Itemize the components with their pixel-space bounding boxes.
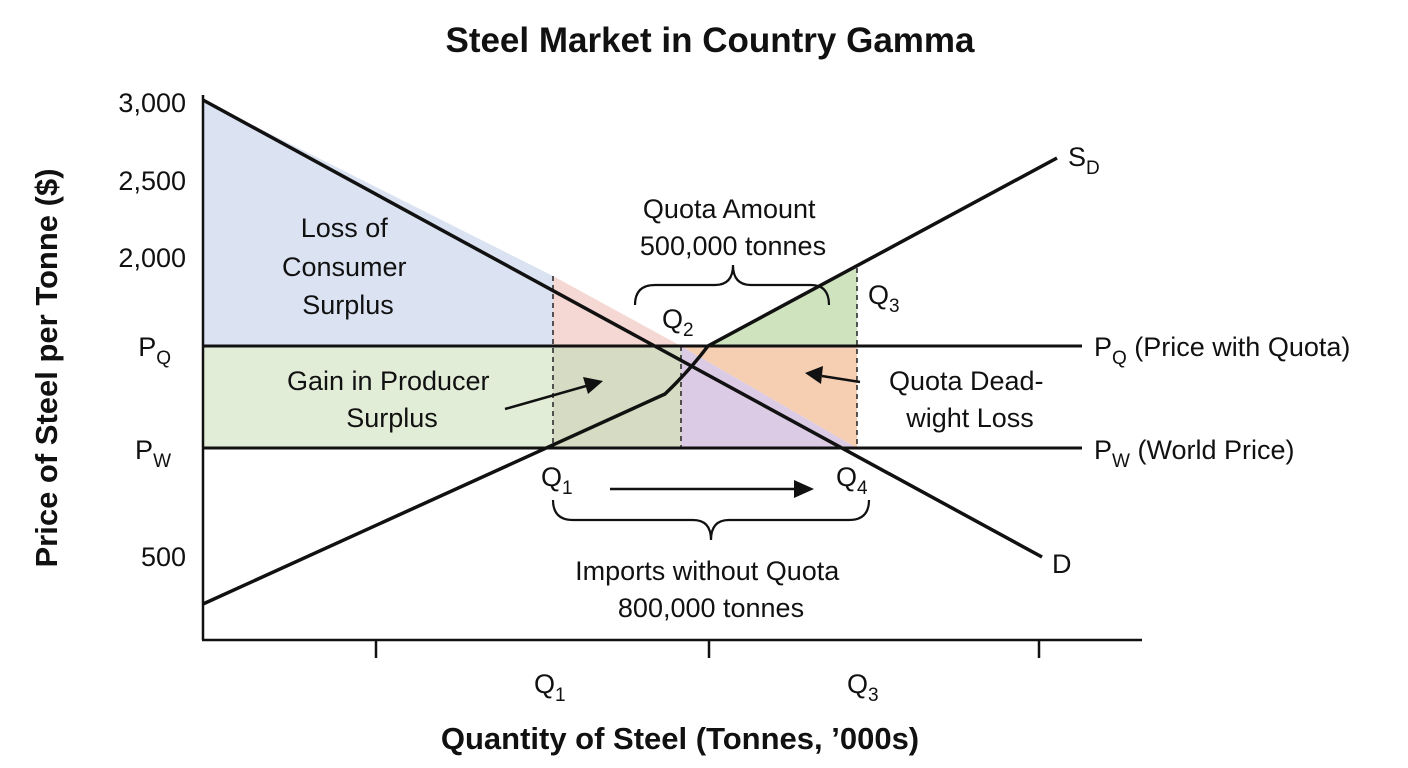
supply-curve bbox=[202, 156, 1058, 606]
y-tick-2000: 2,000 bbox=[118, 243, 186, 273]
deadweight-loss-label: Quota Dead- wight Loss bbox=[889, 366, 1051, 433]
y-tick-2500: 2,500 bbox=[118, 166, 186, 196]
producer-gain-arrow bbox=[504, 384, 587, 411]
y-tick-3000: 3,000 bbox=[118, 88, 186, 118]
demand-curve bbox=[202, 98, 1043, 559]
y-axis-title: Price of Steel per Tonne ($) bbox=[29, 168, 64, 567]
demand-curve-label: D bbox=[1052, 549, 1072, 579]
imports-arrow-head bbox=[794, 480, 814, 498]
x-axis-title: Quantity of Steel (Tonnes, ’000s) bbox=[441, 721, 919, 756]
y-tick-500: 500 bbox=[141, 542, 186, 572]
x-tick-q3: Q3 bbox=[847, 669, 879, 706]
point-q1-label: Q1 bbox=[541, 462, 573, 499]
y-tick-pq: PQ bbox=[138, 332, 171, 369]
world-price-label: PW (World Price) bbox=[1094, 435, 1294, 472]
point-q2-label: Q2 bbox=[662, 304, 694, 341]
pink-triangle-area bbox=[553, 276, 681, 346]
y-tick-pw: PW bbox=[135, 435, 171, 472]
consumer-surplus-loss-label: Loss of Consumer Surplus bbox=[282, 213, 414, 320]
imports-brace bbox=[551, 499, 871, 541]
imports-without-quota-label: Imports without Quota 800,000 tonnes bbox=[575, 556, 847, 623]
quota-brace bbox=[633, 264, 831, 306]
quota-amount-label: Quota Amount 500,000 tonnes bbox=[640, 194, 826, 261]
producer-surplus-gain-area bbox=[203, 346, 553, 448]
consumer-surplus-loss-area bbox=[203, 100, 553, 346]
point-q4-label: Q4 bbox=[836, 462, 868, 499]
point-q3-label: Q3 bbox=[868, 280, 900, 317]
deadweight-arrow bbox=[821, 374, 861, 384]
deadweight-arrow-head bbox=[805, 366, 823, 384]
price-with-quota-label: PQ (Price with Quota) bbox=[1094, 332, 1350, 369]
producer-gain-arrow-head bbox=[583, 377, 603, 394]
chart-title: Steel Market in Country Gamma bbox=[445, 21, 975, 60]
producer-surplus-gain-label: Gain in Producer Surplus bbox=[287, 366, 497, 433]
x-tick-q1: Q1 bbox=[534, 669, 566, 706]
olive-area bbox=[553, 346, 681, 448]
supply-curve-label: SD bbox=[1068, 142, 1100, 179]
